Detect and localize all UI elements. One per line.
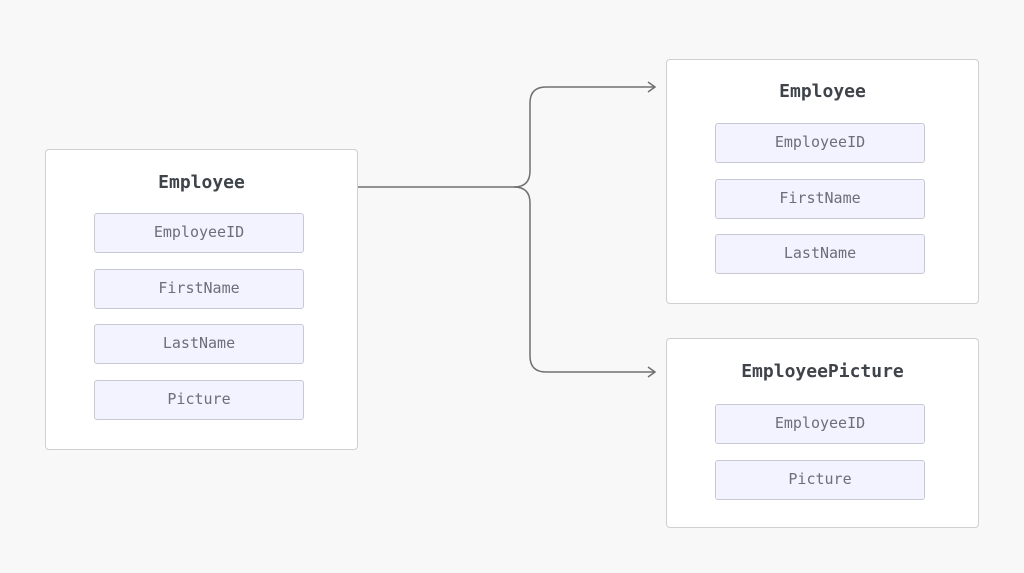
field-picture: Picture bbox=[94, 380, 304, 420]
connector-line-to-employee bbox=[358, 86, 654, 188]
field-firstname: FirstName bbox=[94, 269, 304, 309]
field-firstname: FirstName bbox=[715, 179, 925, 219]
arrowhead-icon bbox=[647, 81, 657, 93]
field-employeeid: EmployeeID bbox=[94, 213, 304, 253]
source-table-employee: Employee EmployeeID FirstName LastName P… bbox=[45, 149, 358, 450]
field-lastname: LastName bbox=[94, 324, 304, 364]
table-title: Employee bbox=[158, 172, 245, 193]
field-picture: Picture bbox=[715, 460, 925, 500]
field-employeeid: EmployeeID bbox=[715, 123, 925, 163]
arrowhead-icon bbox=[647, 366, 657, 378]
field-lastname: LastName bbox=[715, 234, 925, 274]
connector-line-to-employeepicture bbox=[513, 186, 654, 373]
table-title: EmployeePicture bbox=[741, 361, 904, 382]
field-employeeid: EmployeeID bbox=[715, 404, 925, 444]
target-table-employee: Employee EmployeeID FirstName LastName bbox=[666, 59, 979, 304]
target-table-employeepicture: EmployeePicture EmployeeID Picture bbox=[666, 338, 979, 528]
table-title: Employee bbox=[779, 81, 866, 102]
